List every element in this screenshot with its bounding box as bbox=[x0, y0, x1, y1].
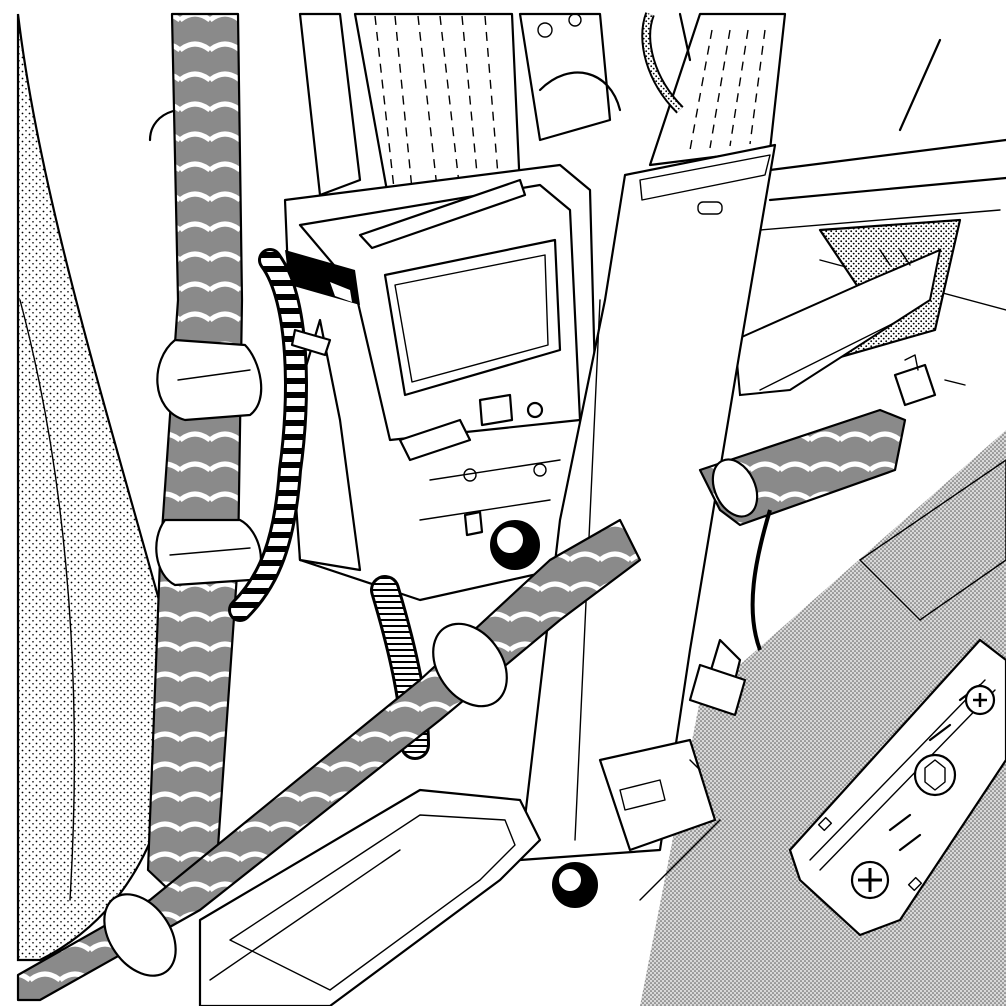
wiring-harness-vertical bbox=[146, 12, 263, 907]
retractor-hex-nut bbox=[463, 510, 540, 570]
torx-bolt-icon bbox=[913, 684, 996, 797]
phillips-screw-icon bbox=[850, 860, 890, 900]
rocker-sill-panel bbox=[198, 788, 721, 1006]
top-center-wiring bbox=[641, 12, 692, 114]
door-sill-scuff-plate bbox=[788, 638, 1006, 937]
retractor-housing bbox=[283, 163, 602, 602]
seat-belt-webbing-diagonal bbox=[648, 12, 787, 167]
retractor-label-tag bbox=[285, 250, 360, 305]
wiring-harness-horizontal bbox=[16, 408, 907, 1002]
seat-frame-bracket bbox=[733, 218, 962, 397]
thin-wire-lead bbox=[688, 509, 772, 717]
lower-anchor-hex-nut bbox=[552, 862, 598, 908]
small-connector-clip bbox=[893, 354, 966, 407]
lower-bracket bbox=[598, 738, 717, 852]
convoluted-conduit-left bbox=[228, 248, 332, 622]
upper-bracket-outline bbox=[148, 12, 622, 197]
